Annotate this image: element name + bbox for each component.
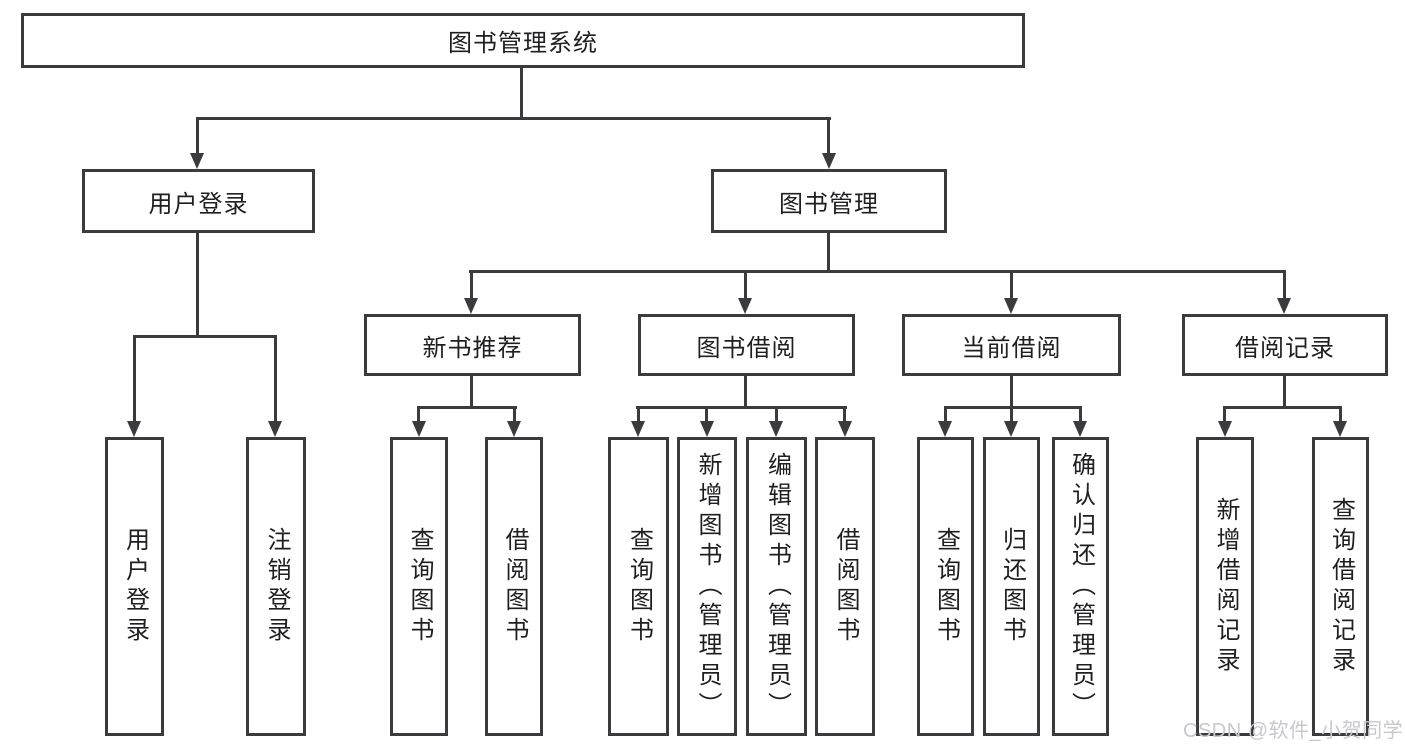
leaf-label: 借阅图书 [832, 526, 859, 647]
leaf-user-login: 用户登录 [105, 437, 164, 736]
arrow-down-icon [1333, 421, 1347, 437]
leaf-query-books-borrowing: 查询图书 [608, 437, 669, 736]
node-label: 当前借阅 [961, 334, 1062, 362]
leaf-label: 查询图书 [932, 526, 960, 647]
connector-line [513, 406, 516, 422]
connector-line [637, 406, 640, 422]
connector-line [133, 335, 277, 338]
connector-line [944, 406, 1082, 409]
leaf-label: 确认归还（管理员） [1067, 451, 1095, 722]
node-new-book-recommend: 新书推荐 [364, 314, 581, 376]
connector-line [1010, 376, 1013, 409]
connector-line [274, 335, 277, 422]
leaf-label: 查询借阅记录 [1327, 496, 1355, 677]
leaf-label: 查询图书 [406, 526, 433, 647]
leaf-label: 用户登录 [121, 526, 149, 647]
connector-line [1079, 406, 1082, 422]
node-label: 图书借阅 [696, 334, 797, 362]
connector-line [944, 406, 947, 422]
connector-line [417, 406, 517, 409]
leaf-label: 查询图书 [625, 526, 653, 647]
arrow-down-icon [1004, 421, 1018, 437]
arrow-down-icon [268, 421, 282, 437]
arrow-down-icon [738, 298, 752, 314]
connector-line [636, 406, 847, 409]
node-root-library-system: 图书管理系统 [21, 13, 1025, 68]
arrow-down-icon [1073, 421, 1087, 437]
arrow-down-icon [838, 421, 852, 437]
connector-line [1339, 406, 1342, 422]
node-book-management: 图书管理 [711, 169, 947, 233]
arrow-down-icon [1277, 298, 1291, 314]
csdn-watermark: CSDN @软件_小贺同学 [1183, 720, 1404, 742]
arrow-down-icon [127, 421, 141, 437]
connector-line [196, 233, 199, 338]
leaf-query-borrow-record: 查询借阅记录 [1312, 437, 1369, 736]
arrow-down-icon [464, 298, 478, 314]
connector-line [1283, 376, 1286, 409]
arrow-down-icon [507, 421, 521, 437]
leaf-confirm-return-admin: 确认归还（管理员） [1052, 437, 1109, 736]
leaf-query-books-current: 查询图书 [917, 437, 974, 736]
connector-line [196, 117, 831, 120]
leaf-label: 注销登录 [263, 526, 290, 647]
connector-line [520, 68, 523, 120]
connector-line [744, 270, 747, 299]
connector-line [775, 406, 778, 422]
leaf-add-borrow-record: 新增借阅记录 [1196, 437, 1254, 736]
node-label: 图书管理 [779, 190, 879, 218]
connector-line [1283, 270, 1286, 299]
arrow-down-icon [190, 153, 204, 169]
arrow-down-icon [822, 153, 836, 169]
node-book-borrowing: 图书借阅 [638, 314, 855, 376]
connector-line [469, 270, 1286, 273]
connector-line [417, 406, 420, 422]
node-borrowing-records: 借阅记录 [1182, 314, 1388, 376]
connector-line [827, 117, 830, 154]
leaf-return-book: 归还图书 [983, 437, 1040, 736]
leaf-add-book-admin: 新增图书（管理员） [677, 437, 737, 736]
arrow-down-icon [1004, 298, 1018, 314]
leaf-query-books-recommend: 查询图书 [390, 437, 448, 736]
node-label: 借阅记录 [1235, 334, 1335, 362]
leaf-label: 新增借阅记录 [1212, 496, 1239, 677]
connector-line [1223, 406, 1342, 409]
leaf-label: 编辑图书（管理员） [763, 451, 791, 722]
node-label: 用户登录 [148, 190, 249, 218]
node-label: 图书管理系统 [448, 30, 598, 57]
arrow-down-icon [1218, 421, 1232, 437]
connector-line [470, 376, 473, 409]
arrow-down-icon [938, 421, 952, 437]
leaf-logout: 注销登录 [246, 437, 306, 736]
connector-line [196, 117, 199, 154]
leaf-label: 归还图书 [998, 526, 1026, 647]
leaf-borrow-books-recommend: 借阅图书 [485, 437, 543, 736]
connector-line [1010, 406, 1013, 422]
arrow-down-icon [631, 421, 645, 437]
node-current-borrowing: 当前借阅 [902, 314, 1121, 376]
connector-line [1010, 270, 1013, 299]
arrow-down-icon [769, 421, 783, 437]
connector-line [1223, 406, 1226, 422]
connector-line [744, 376, 747, 409]
leaf-label: 借阅图书 [501, 526, 528, 647]
arrow-down-icon [412, 421, 426, 437]
connector-line [705, 406, 708, 422]
connector-line [827, 233, 830, 273]
leaf-label: 新增图书（管理员） [694, 451, 721, 722]
leaf-borrow-books: 借阅图书 [815, 437, 875, 736]
connector-line [470, 270, 473, 299]
arrow-down-icon [700, 421, 714, 437]
leaf-edit-book-admin: 编辑图书（管理员） [746, 437, 807, 736]
node-user-login: 用户登录 [82, 169, 315, 233]
connector-line [133, 335, 136, 422]
node-label: 新书推荐 [422, 334, 523, 362]
connector-line [843, 406, 846, 422]
